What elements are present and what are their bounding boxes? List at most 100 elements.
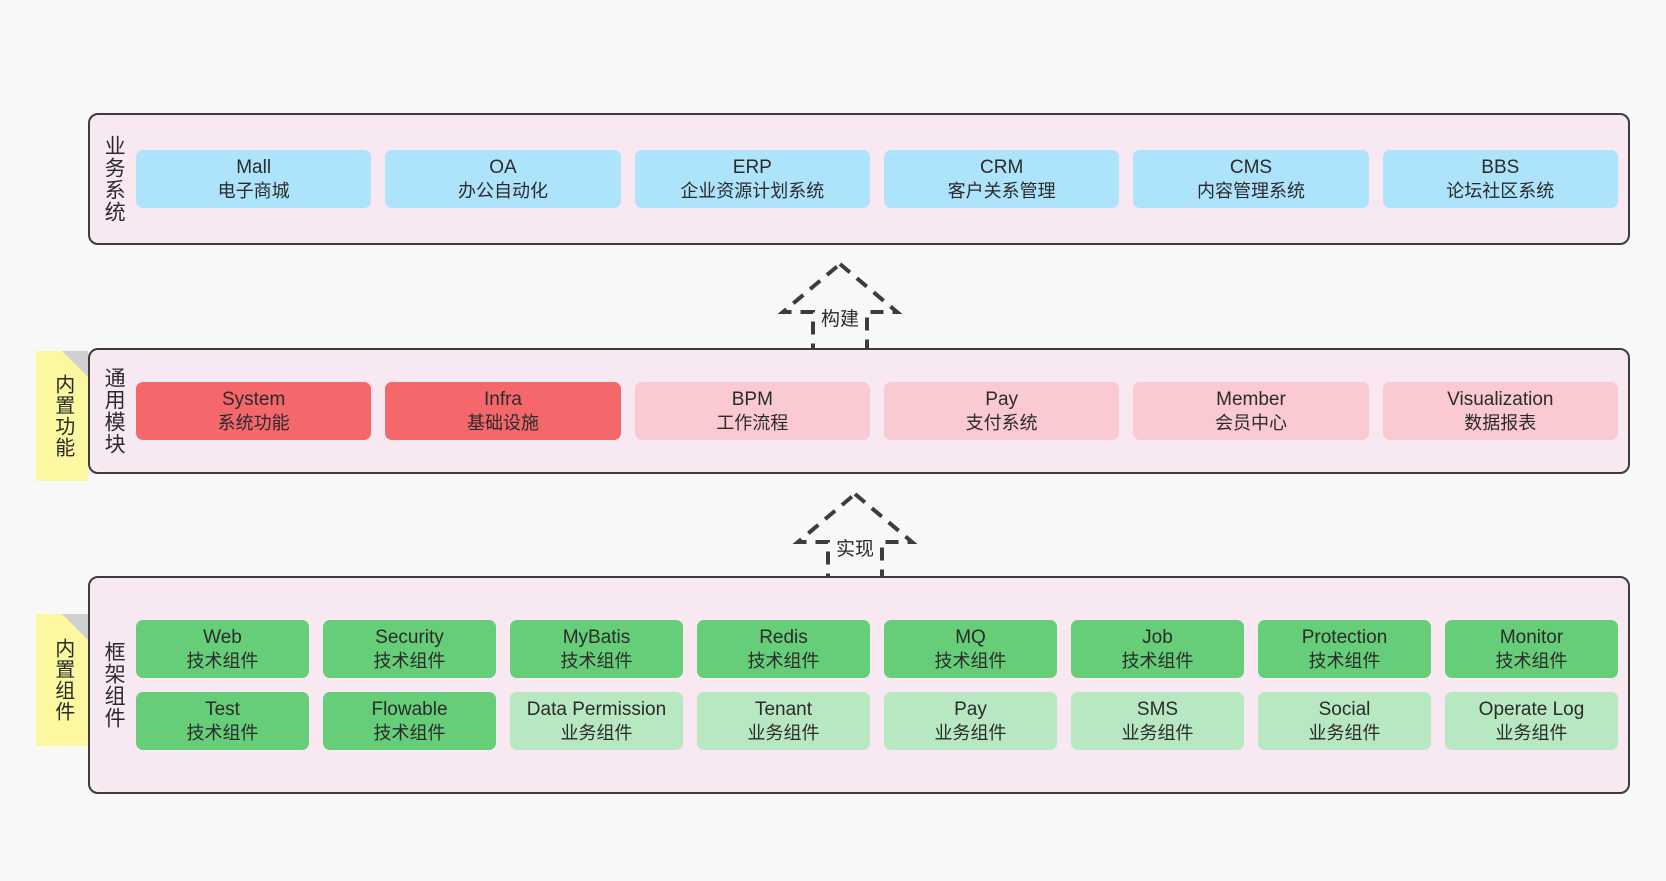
layer-row: Mall 电子商城 OA 办公自动化 ERP 企业资源计划系统 CRM 客户关系… [136, 150, 1618, 208]
module-name-cn: 技术组件 [1121, 650, 1194, 671]
module-card-member[interactable]: Member 会员中心 [1133, 382, 1369, 440]
module-name-en: Flowable [371, 699, 448, 720]
layer-body-business: Mall 电子商城 OA 办公自动化 ERP 企业资源计划系统 CRM 客户关系… [136, 123, 1618, 235]
layer-common-module: 通用模块 System 系统功能 Infra 基础设施 BPM 工作流程 Pay… [88, 348, 1630, 474]
module-name-cn: 内容管理系统 [1196, 180, 1305, 201]
module-name-en: Redis [759, 627, 808, 649]
module-name-cn: 技术组件 [186, 650, 259, 671]
layer-row: System 系统功能 Infra 基础设施 BPM 工作流程 Pay 支付系统… [136, 382, 1618, 440]
module-name-cn: 论坛社区系统 [1446, 180, 1555, 201]
module-name-en: Security [375, 627, 444, 649]
module-name-en: BBS [1481, 157, 1520, 179]
module-name-cn: 电子商城 [217, 180, 290, 201]
layer-framework-component: 框架组件 Web 技术组件 Security 技术组件 MyBatis 技术组件… [88, 576, 1630, 794]
module-name-cn: 业务组件 [1495, 722, 1568, 743]
module-card-bpm[interactable]: BPM 工作流程 [634, 382, 870, 440]
module-name-cn: 业务组件 [1121, 722, 1194, 743]
module-name-cn: 支付系统 [965, 412, 1038, 433]
module-name-cn: 技术组件 [373, 722, 446, 743]
module-card-infra[interactable]: Infra 基础设施 [385, 382, 621, 440]
module-name-en: Pay [954, 699, 987, 720]
module-card-system[interactable]: System 系统功能 [136, 382, 372, 440]
layer-business-system: 业务系统 Mall 电子商城 OA 办公自动化 ERP 企业资源计划系统 CRM… [88, 113, 1630, 245]
module-name-cn: 会员中心 [1214, 412, 1287, 433]
module-name-en: System [221, 389, 286, 411]
module-name-en: Test [205, 699, 240, 720]
module-card-security[interactable]: Security 技术组件 [323, 620, 496, 678]
module-name-en: Mall [236, 157, 272, 179]
module-name-cn: 技术组件 [1308, 650, 1381, 671]
module-name-en: Protection [1301, 627, 1388, 649]
module-card-crm[interactable]: CRM 客户关系管理 [883, 150, 1120, 208]
module-card-mybatis[interactable]: MyBatis 技术组件 [510, 620, 683, 678]
arrow-up-dashed-icon [777, 261, 903, 356]
module-card-job[interactable]: Job 技术组件 [1071, 620, 1244, 678]
module-name-en: OA [489, 157, 517, 179]
module-card-cms[interactable]: CMS 内容管理系统 [1133, 150, 1369, 208]
module-card-test[interactable]: Test 技术组件 [136, 692, 309, 750]
layer-row: Test 技术组件 Flowable 技术组件 Data Permission … [136, 692, 1618, 750]
module-name-en: Tenant [754, 699, 813, 720]
module-card-redis[interactable]: Redis 技术组件 [697, 620, 870, 678]
layer-title-common: 通用模块 [102, 367, 126, 455]
module-name-cn: 客户关系管理 [947, 180, 1056, 201]
module-card-monitor[interactable]: Monitor 技术组件 [1445, 620, 1618, 678]
module-name-cn: 业务组件 [1308, 722, 1381, 743]
module-name-en: Visualization [1447, 389, 1554, 411]
module-card-tenant[interactable]: Tenant 业务组件 [697, 692, 870, 750]
module-name-en: Social [1318, 699, 1371, 720]
module-name-cn: 企业资源计划系统 [680, 180, 825, 201]
module-card-social[interactable]: Social 业务组件 [1258, 692, 1431, 750]
module-card-visualization[interactable]: Visualization 数据报表 [1382, 382, 1618, 440]
module-name-cn: 技术组件 [373, 650, 446, 671]
module-card-pay-business[interactable]: Pay 业务组件 [884, 692, 1057, 750]
connector-build: 构建 [755, 258, 925, 358]
module-card-oa[interactable]: OA 办公自动化 [385, 150, 621, 208]
module-card-sms[interactable]: SMS 业务组件 [1071, 692, 1244, 750]
module-name-cn: 数据报表 [1464, 412, 1537, 433]
module-name-cn: 业务组件 [747, 722, 820, 743]
module-card-mq[interactable]: MQ 技术组件 [884, 620, 1057, 678]
arrow-up-dashed-icon [792, 491, 918, 586]
module-card-pay[interactable]: Pay 支付系统 [883, 382, 1120, 440]
module-card-mall[interactable]: Mall 电子商城 [136, 150, 372, 208]
module-card-protection[interactable]: Protection 技术组件 [1258, 620, 1431, 678]
sticky-note-label: 内置功能 [51, 374, 74, 458]
sticky-note-label: 内置组件 [51, 638, 74, 722]
module-card-bbs[interactable]: BBS 论坛社区系统 [1382, 150, 1618, 208]
module-name-en: CRM [980, 157, 1024, 179]
module-card-flowable[interactable]: Flowable 技术组件 [323, 692, 496, 750]
sticky-note-builtin-function: 内置功能 [36, 351, 88, 481]
module-name-en: Member [1216, 389, 1286, 411]
module-card-erp[interactable]: ERP 企业资源计划系统 [634, 150, 870, 208]
module-name-cn: 业务组件 [560, 722, 633, 743]
layer-body-framework: Web 技术组件 Security 技术组件 MyBatis 技术组件 Redi… [136, 586, 1618, 784]
connector-implement: 实现 [770, 488, 940, 588]
module-name-en: Data Permission [526, 699, 667, 720]
module-name-cn: 业务组件 [934, 722, 1007, 743]
layer-row: Web 技术组件 Security 技术组件 MyBatis 技术组件 Redi… [136, 620, 1618, 678]
module-name-en: ERP [732, 157, 772, 179]
module-card-web[interactable]: Web 技术组件 [136, 620, 309, 678]
module-name-cn: 技术组件 [934, 650, 1007, 671]
module-name-en: SMS [1136, 699, 1179, 720]
module-name-en: Infra [483, 389, 522, 411]
module-card-operate-log[interactable]: Operate Log 业务组件 [1445, 692, 1618, 750]
module-card-data-permission[interactable]: Data Permission 业务组件 [510, 692, 683, 750]
module-name-en: BPM [731, 389, 773, 411]
module-name-cn: 基础设施 [466, 412, 539, 433]
module-name-cn: 办公自动化 [457, 180, 548, 201]
layer-title-business: 业务系统 [102, 135, 126, 223]
sticky-note-builtin-component: 内置组件 [36, 614, 88, 746]
module-name-en: CMS [1229, 157, 1273, 179]
layer-title-framework: 框架组件 [102, 641, 126, 729]
module-name-cn: 工作流程 [716, 412, 789, 433]
module-name-cn: 技术组件 [1495, 650, 1568, 671]
module-name-cn: 技术组件 [747, 650, 820, 671]
module-name-en: MQ [955, 627, 986, 649]
module-name-en: Pay [985, 389, 1019, 411]
module-name-cn: 技术组件 [186, 722, 259, 743]
layer-body-common: System 系统功能 Infra 基础设施 BPM 工作流程 Pay 支付系统… [136, 358, 1618, 464]
module-name-en: Operate Log [1478, 699, 1585, 720]
